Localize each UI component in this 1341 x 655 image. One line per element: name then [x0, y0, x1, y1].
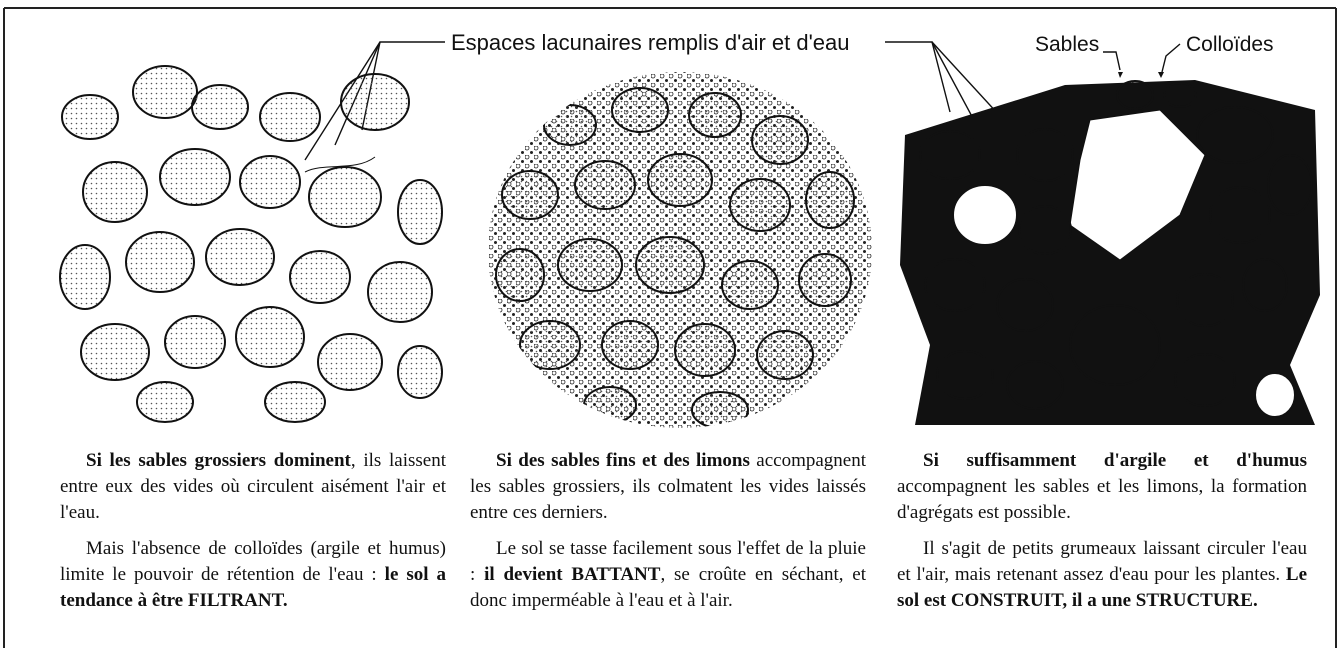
paragraph-2: Il s'agit de petits grumeaux laissant ci…: [897, 536, 1307, 614]
label-colloides: Colloïdes: [1182, 33, 1278, 57]
bold-lead: Si des sables fins et des limons: [496, 450, 750, 471]
illustration-fine-sand-silt: [480, 65, 880, 430]
paragraph-text: accompagnent les sables et les limons, l…: [897, 476, 1307, 523]
paragraph-1: Si les sables grossiers dominent, ils la…: [60, 448, 446, 526]
illustration-aggregates: [895, 65, 1325, 430]
column-filtrant: Si les sables grossiers dominent, ils la…: [60, 448, 446, 624]
paragraph-1: Si suffisamment d'argile et d'humus acco…: [897, 448, 1307, 526]
paragraph-1: Si des sables fins et des limons accompa…: [470, 448, 866, 526]
bold-conclusion: il devient BATTANT: [484, 564, 660, 585]
illustration-coarse-sand: [55, 62, 445, 427]
bold-lead: Si suffisamment d'argile et d'humus: [923, 450, 1307, 471]
column-battant: Si des sables fins et des limons accompa…: [470, 448, 866, 624]
paragraph-2: Mais l'absence de colloïdes (argile et h…: [60, 536, 446, 614]
column-construit: Si suffisamment d'argile et d'humus acco…: [897, 448, 1307, 624]
paragraph-text: Il s'agit de petits grumeaux laissant ci…: [897, 538, 1307, 585]
label-espaces-lacunaires: Espaces lacunaires remplis d'air et d'ea…: [447, 30, 854, 56]
paragraph-2: Le sol se tasse facilement sous l'effet …: [470, 536, 866, 614]
label-sables: Sables: [1031, 33, 1103, 57]
bold-lead: Si les sables grossiers dominent: [86, 450, 351, 471]
